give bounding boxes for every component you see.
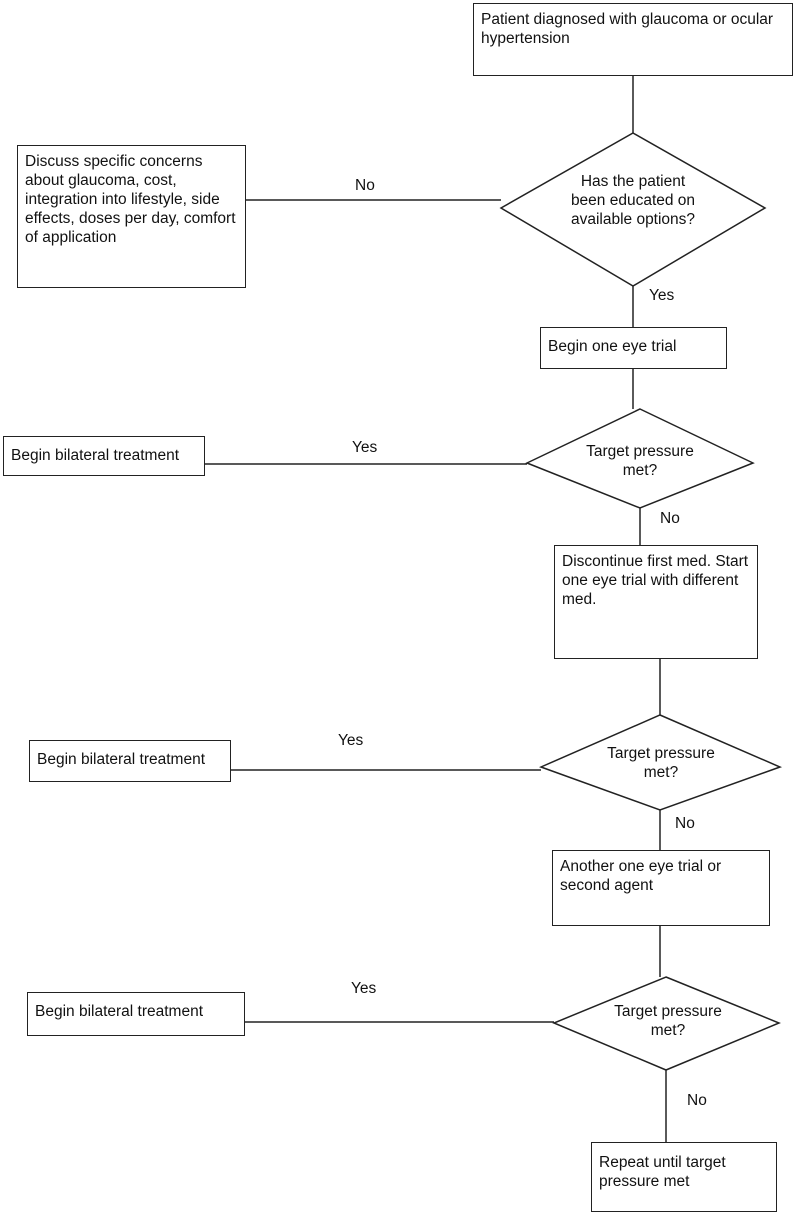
- begin-one-eye-trial-box: Begin one eye trial: [540, 327, 727, 369]
- repeat-until-met-box: Repeat until target pressure met: [591, 1142, 777, 1212]
- question-target-1-text: Target pressure met?: [586, 443, 694, 479]
- edge-label-educated-yes: Yes: [649, 287, 675, 304]
- question-target-2-text: Target pressure met?: [607, 745, 715, 781]
- edge-label-target-2-no: No: [675, 815, 695, 832]
- decision-diamond-target-1: [525, 408, 755, 509]
- discontinue-med-box: Discontinue first med. Start one eye tri…: [554, 545, 758, 659]
- question-educated-text: Has the patient been educated on availab…: [570, 173, 696, 228]
- edge-label-target-2-yes: Yes: [338, 732, 364, 749]
- discuss-concerns-box: Discuss specific concerns about glaucoma…: [17, 145, 246, 288]
- begin-bilateral-treatment-box-2: Begin bilateral treatment: [29, 740, 231, 782]
- question-target-3-text: Target pressure met?: [614, 1003, 722, 1039]
- edge-label-target-1-yes: Yes: [352, 439, 378, 456]
- begin-bilateral-treatment-box-3: Begin bilateral treatment: [27, 992, 245, 1036]
- another-trial-box: Another one eye trial or second agent: [552, 850, 770, 926]
- decision-diamond-target-2: [538, 714, 783, 811]
- start-box: Patient diagnosed with glaucoma or ocula…: [473, 3, 793, 76]
- edge-label-educated-no: No: [355, 177, 375, 194]
- edge-label-target-3-no: No: [687, 1092, 707, 1109]
- decision-diamond-educated: [499, 132, 767, 287]
- begin-bilateral-treatment-box-1: Begin bilateral treatment: [3, 436, 205, 476]
- decision-diamond-target-3: [552, 976, 781, 1071]
- edge-label-target-1-no: No: [660, 510, 680, 527]
- edge-label-target-3-yes: Yes: [351, 980, 377, 997]
